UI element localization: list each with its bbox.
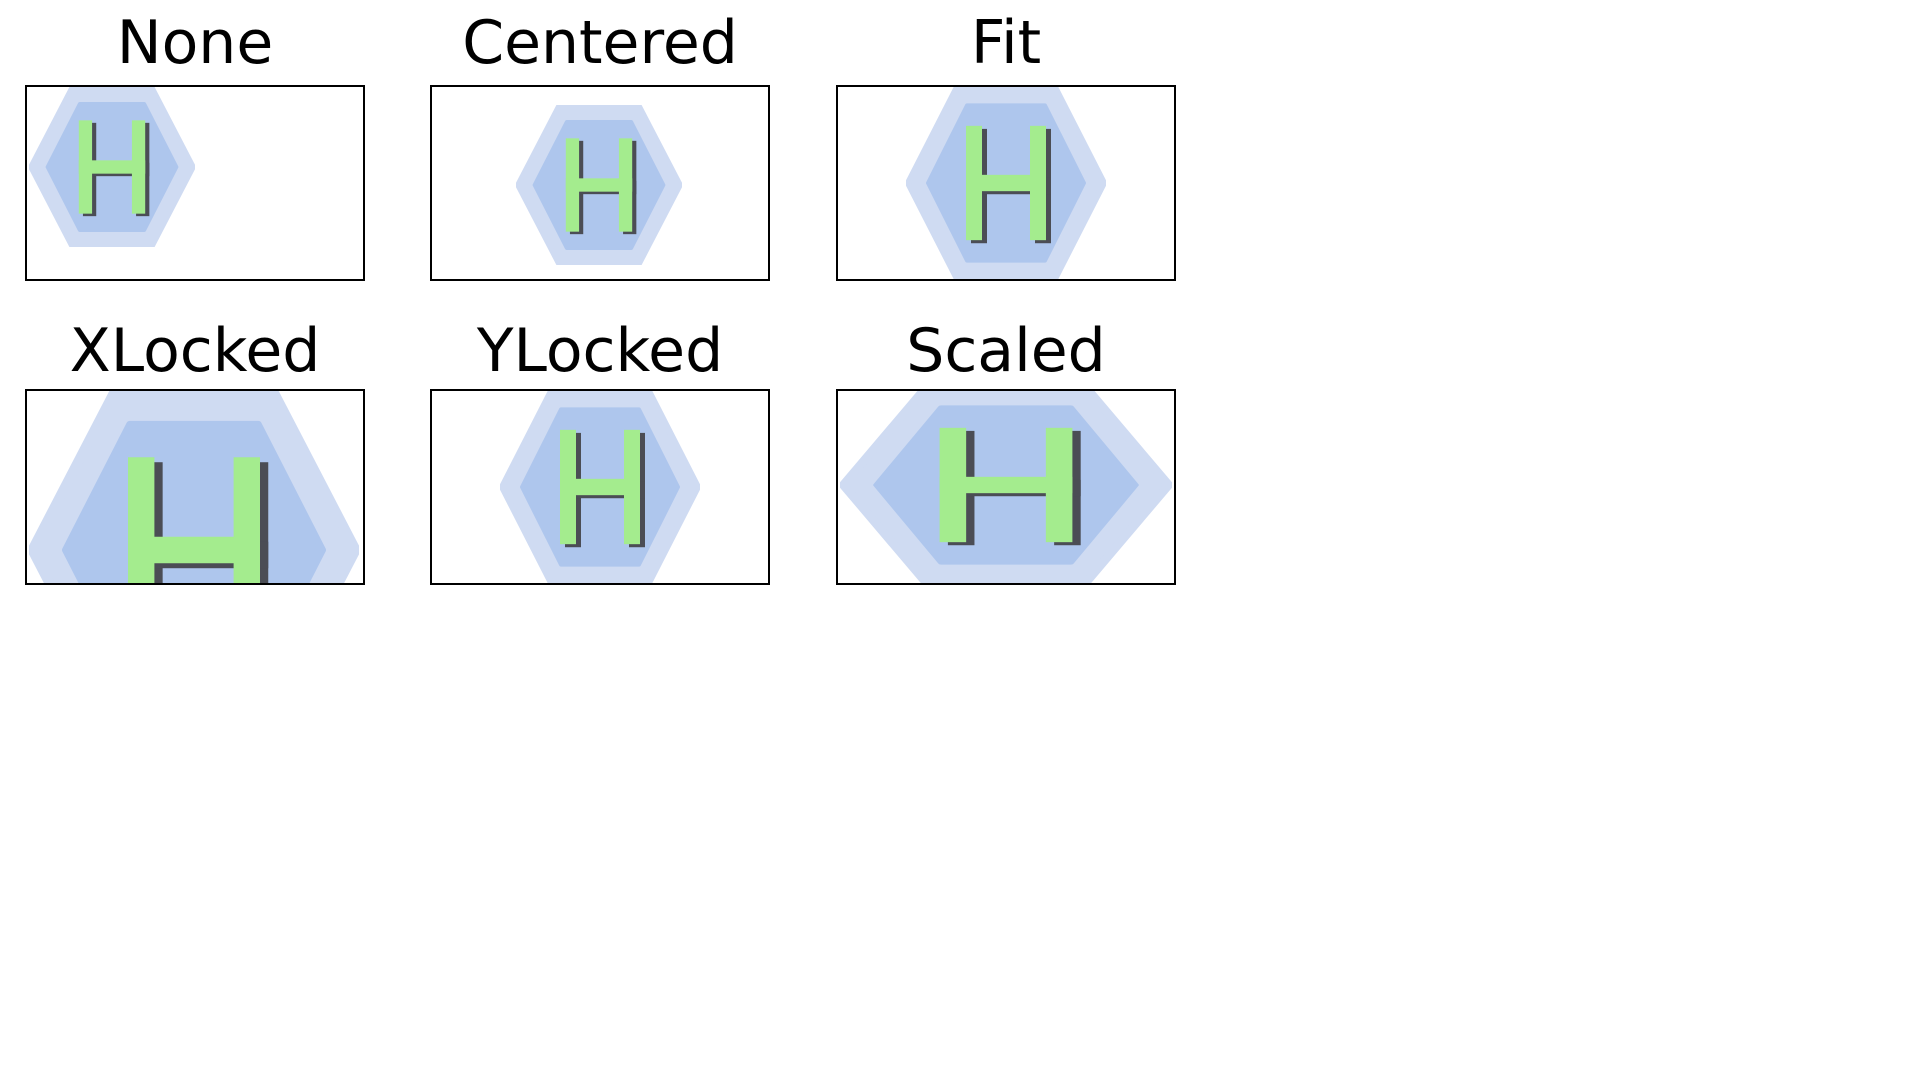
hexagon-h-image xyxy=(29,391,359,583)
hexagon-h-image xyxy=(840,391,1172,583)
panel-label: Scaled xyxy=(906,316,1106,386)
panel-label: Fit xyxy=(970,8,1042,78)
panel-label: YLocked xyxy=(476,316,724,386)
panel-frame xyxy=(25,389,365,585)
panel-label: Centered xyxy=(462,8,738,78)
panel-label: XLocked xyxy=(69,316,321,386)
panel-frame xyxy=(836,389,1176,585)
letter-h-glyph xyxy=(128,457,260,583)
hexagon-h-image xyxy=(906,87,1106,279)
hexagon-h-image xyxy=(516,105,682,265)
panel-frame xyxy=(25,85,365,281)
panel-label: None xyxy=(116,8,274,78)
letter-h-glyph xyxy=(560,429,640,545)
letter-h-glyph xyxy=(565,138,633,232)
letter-h-glyph xyxy=(78,120,146,214)
letter-h-glyph xyxy=(939,427,1073,543)
letter-h-glyph xyxy=(966,125,1046,241)
panel-frame xyxy=(430,85,770,281)
panel-frame xyxy=(836,85,1176,281)
panel-frame xyxy=(430,389,770,585)
hexagon-h-image xyxy=(500,391,700,583)
hexagon-h-image xyxy=(29,87,195,247)
